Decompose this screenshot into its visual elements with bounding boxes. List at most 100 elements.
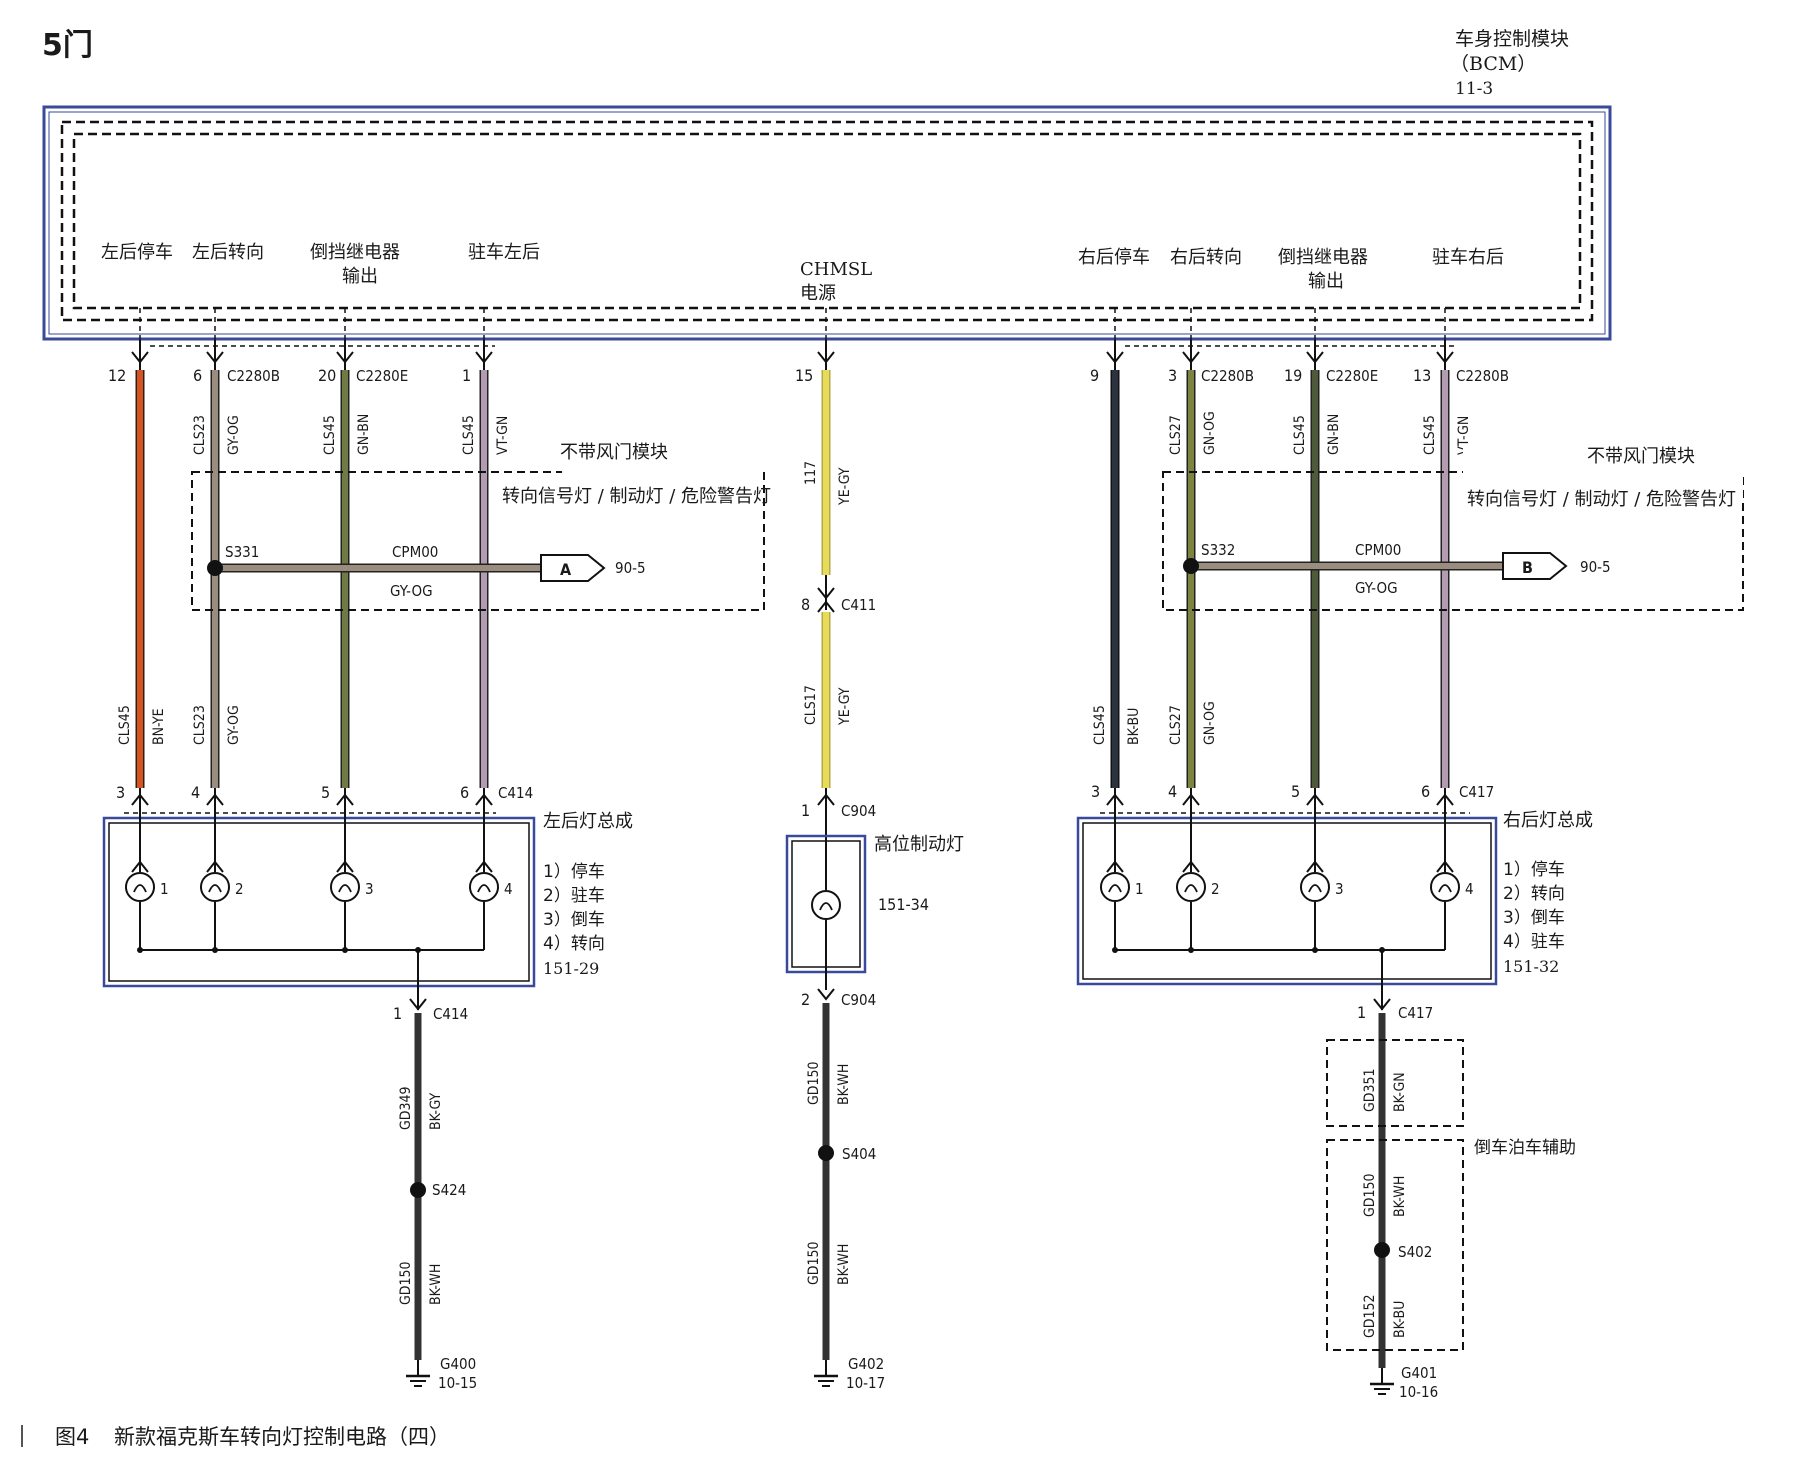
circuit-left-turn-top: CLS23 — [192, 415, 208, 455]
right-top-arrows — [1106, 340, 1454, 370]
circuit-right-stop-bottom: CLS45 — [1092, 705, 1108, 745]
right-ground-color-2: BK-WH — [1392, 1176, 1408, 1217]
left-ground-color-1: BK-GY — [428, 1092, 444, 1130]
bcm-output-right-turn: 右后转向 — [1170, 247, 1242, 268]
caption-figure: 图4 — [55, 1425, 89, 1449]
circuit-left-reverse-top: CLS45 — [322, 415, 338, 455]
center-ground-color-2: BK-WH — [836, 1244, 852, 1285]
right-offpage-ref: 90-5 — [1580, 558, 1611, 576]
circuit-right-turn-bottom: CLS27 — [1168, 705, 1184, 745]
bulb-icon — [1430, 872, 1460, 902]
left-lamp-assembly-box — [102, 812, 536, 988]
right-lamp-func-1: 1）停车 — [1503, 860, 1565, 880]
bcm-module-box — [42, 105, 1612, 341]
right-ground-circuit-1: GD351 — [1362, 1069, 1378, 1113]
left-ground-pin: 1 — [393, 1004, 402, 1023]
center-lamp-arrow-out — [817, 988, 835, 1001]
circuit-left-stop-bottom: CLS45 — [117, 705, 133, 745]
pin-right-4: 13 — [1413, 366, 1431, 385]
right-lamp-num-1: 1 — [1135, 880, 1144, 898]
right-lamp-assembly-box — [1076, 812, 1498, 986]
connector-left-c2280b: C2280B — [227, 367, 280, 385]
center-pin-top: 15 — [795, 366, 813, 385]
pin-right-bottom-3: 5 — [1291, 782, 1300, 801]
pin-right-bottom-4: 6 — [1421, 782, 1430, 801]
color-right-reverse-top: GN-BN — [1326, 414, 1342, 455]
pin-left-bottom-3: 5 — [321, 783, 330, 802]
right-ground-connector: C417 — [1398, 1004, 1433, 1022]
connector-left-c2280e: C2280E — [356, 367, 408, 385]
splice-s404-dot — [818, 1145, 834, 1161]
circuit-right-reverse-top: CLS45 — [1292, 415, 1308, 455]
bcm-output-right-reverse: 倒挡继电器 — [1278, 247, 1368, 268]
right-ground-wire — [1370, 950, 1394, 1395]
right-lamp-ref: 151-32 — [1503, 957, 1559, 976]
right-lamp-num-3: 3 — [1335, 880, 1344, 898]
splice-s424-label: S424 — [432, 1181, 466, 1199]
left-lamp-func-1: 1）停车 — [543, 862, 605, 882]
bcm-output-chmsl-power: 电源 — [800, 283, 836, 304]
right-lamp-func-2: 2）转向 — [1503, 884, 1565, 904]
bulb-icon — [330, 872, 360, 902]
left-option-subtitle: 转向信号灯 / 制动灯 / 危险警告灯 — [502, 486, 771, 507]
color-right-turn-top: GN-OG — [1202, 411, 1218, 455]
bulb-icon — [811, 890, 841, 920]
right-option-box — [1162, 471, 1744, 611]
center-inline-connector-label: C411 — [841, 596, 876, 614]
right-offpage-label: B — [1522, 558, 1533, 577]
center-ground-circuit-1: GD150 — [806, 1062, 822, 1106]
splice-s331-label: S331 — [225, 543, 259, 561]
ground-g400-ref: 10-15 — [438, 1374, 477, 1392]
right-bulb-icons — [1100, 872, 1460, 953]
pin-right-bottom-2: 4 — [1168, 782, 1177, 801]
left-offpage-connector[interactable] — [540, 554, 606, 582]
ground-g401: G401 — [1401, 1364, 1437, 1382]
right-lamp-assembly-name: 右后灯总成 — [1503, 810, 1593, 831]
left-lamp-assembly-name: 左后灯总成 — [543, 811, 633, 832]
pin-right-bottom-1: 3 — [1091, 782, 1100, 801]
left-bus-color: GY-OG — [390, 582, 433, 600]
bcm-code: （BCM） — [1450, 53, 1536, 75]
center-color-top: YE-GY — [837, 467, 853, 506]
left-ground-circuit-1: GD349 — [398, 1087, 414, 1131]
splice-s331-dot — [207, 560, 223, 576]
left-bulb-icons — [125, 872, 499, 953]
connector-left-c414: C414 — [498, 784, 533, 802]
pin-right-3: 19 — [1284, 366, 1302, 385]
bcm-output-left-turn: 左后转向 — [192, 242, 264, 263]
center-ground-circuit-2: GD150 — [806, 1242, 822, 1286]
center-circuit-top: 117 — [803, 461, 819, 485]
left-lamp-func-3: 3）倒车 — [543, 910, 605, 930]
pin-left-3: 20 — [318, 366, 336, 385]
circuit-left-park-top: CLS45 — [461, 415, 477, 455]
bcm-pin-stubs — [139, 308, 1446, 340]
pin-left-bottom-2: 4 — [191, 783, 200, 802]
caption-text: 新款福克斯车转向灯控制电路（四） — [114, 1425, 450, 1449]
ground-g401-ref: 10-16 — [1399, 1383, 1438, 1401]
left-lamp-num-4: 4 — [504, 880, 513, 898]
right-ground-color-1: BK-GN — [1392, 1072, 1408, 1112]
right-ground-color-3: BK-BU — [1392, 1301, 1408, 1338]
left-ground-wire — [406, 950, 430, 1387]
bulb-icon — [1100, 872, 1130, 902]
right-ground-option-box-1 — [1326, 1039, 1464, 1127]
right-offpage-connector[interactable] — [1502, 552, 1568, 580]
left-bus-circuit: CPM00 — [392, 543, 438, 561]
center-lamp-connector-out: C904 — [841, 991, 876, 1009]
pin-left-2: 6 — [193, 366, 202, 385]
circuit-left-turn-bottom: CLS23 — [192, 705, 208, 745]
ground-g402-ref: 10-17 — [846, 1374, 885, 1392]
bcm-name: 车身控制模块 — [1455, 28, 1569, 50]
right-ground-circuit-2: GD150 — [1362, 1174, 1378, 1218]
bcm-ref: 11-3 — [1455, 79, 1493, 99]
bcm-output-left-stop: 左后停车 — [101, 242, 173, 263]
center-inline-pin: 8 — [801, 595, 810, 614]
color-left-turn-top: GY-OG — [226, 415, 242, 455]
color-left-turn-bottom: GY-OG — [226, 705, 242, 745]
bulb-icon — [469, 872, 499, 902]
center-circuit-mid: CLS17 — [803, 685, 819, 725]
right-lamp-num-2: 2 — [1211, 880, 1220, 898]
ground-g400: G400 — [440, 1355, 476, 1373]
color-left-reverse-top: GN-BN — [356, 414, 372, 455]
center-lamp-pin-in: 1 — [801, 801, 810, 820]
